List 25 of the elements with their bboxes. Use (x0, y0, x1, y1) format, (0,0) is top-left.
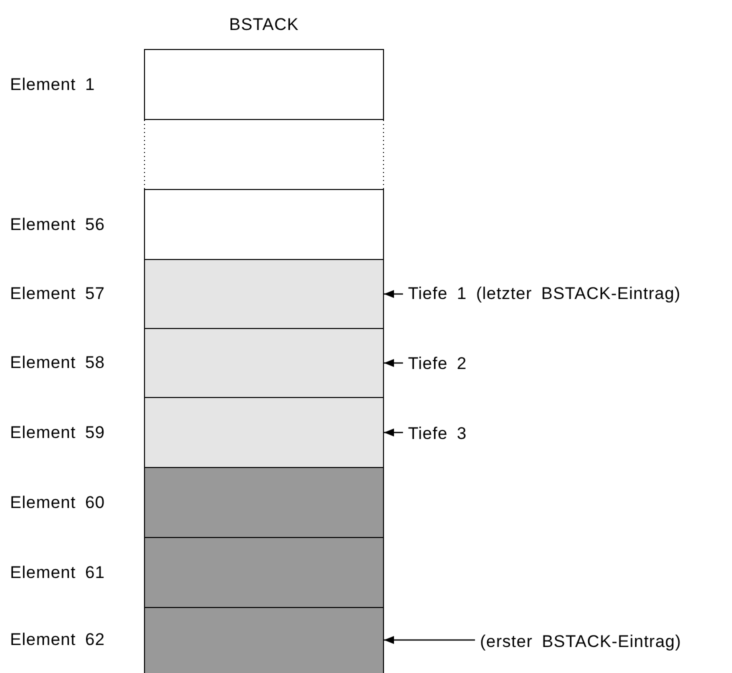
arrow (384, 636, 475, 644)
element-label: Element 62 (10, 629, 105, 651)
element-label: Element 59 (10, 422, 105, 444)
element-label: Element 61 (10, 562, 105, 584)
stack-cell (144, 397, 384, 468)
stack-cell (144, 607, 384, 673)
annotation-text: Tiefe 3 (408, 423, 467, 445)
stack-cell (144, 537, 384, 608)
arrow (384, 290, 403, 298)
stack-cell (144, 49, 384, 120)
annotation-text: Tiefe 1 (letzter BSTACK-Eintrag) (408, 283, 681, 305)
annotation-text: Tiefe 2 (408, 353, 467, 375)
element-label: Element 56 (10, 214, 105, 236)
arrow (384, 428, 403, 436)
stack-cell (144, 467, 384, 538)
element-label: Element 58 (10, 352, 105, 374)
stack-cell (144, 189, 384, 260)
element-label: Element 57 (10, 283, 105, 305)
arrow (384, 359, 403, 367)
element-label: Element 60 (10, 492, 105, 514)
stack-cell (144, 259, 384, 329)
annotation-text: (erster BSTACK-Eintrag) (480, 631, 682, 653)
stack-cell (144, 328, 384, 398)
element-label: Element 1 (10, 74, 96, 96)
stack-title: BSTACK (228, 14, 300, 36)
